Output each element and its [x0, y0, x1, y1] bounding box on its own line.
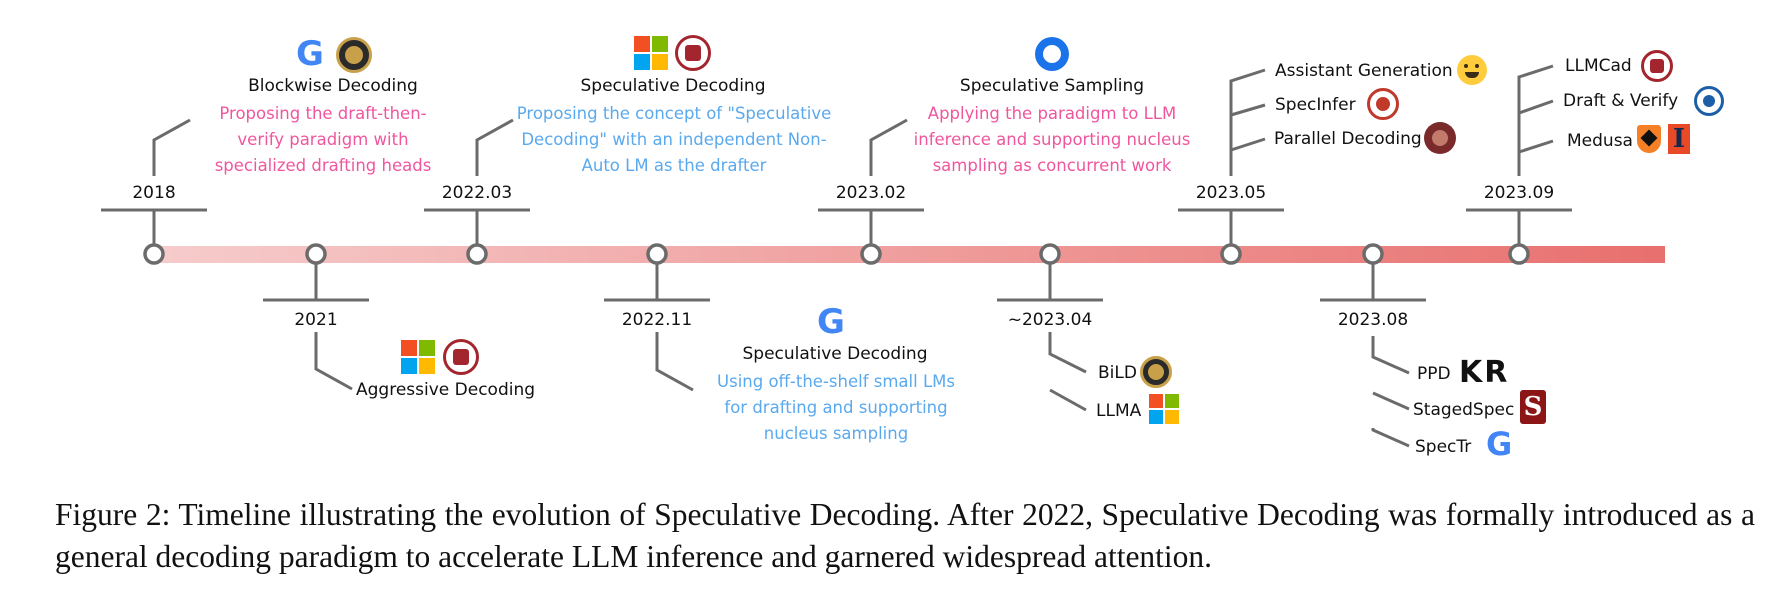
blockwise-title: Blockwise Decoding — [248, 76, 418, 96]
timeline-graphics — [101, 64, 1665, 448]
branch-2023-04-a — [1048, 332, 1087, 374]
google-icon: G — [817, 302, 845, 342]
university-seal-icon — [1424, 122, 1456, 154]
kr-logo-icon: KR — [1459, 355, 1510, 390]
specdec-2022-11-desc-line-2: for drafting and supporting — [724, 398, 948, 417]
google-icon: G — [296, 34, 324, 74]
blockwise-desc-line-2: verify paradigm with — [237, 130, 409, 149]
specsampling-desc-line-1: Applying the paradigm to LLM — [927, 104, 1177, 123]
microsoft-icon — [401, 340, 435, 374]
specsampling-title: Speculative Sampling — [959, 76, 1145, 96]
branch-2021 — [314, 332, 353, 391]
timeline-node-2022-11 — [646, 243, 668, 265]
item-ppd: PPD — [1417, 364, 1451, 384]
branch-2023-02 — [869, 118, 908, 176]
item-specinfer: SpecInfer — [1275, 95, 1356, 115]
peking-university-icon — [443, 339, 479, 375]
date-2023-02: 2023.02 — [835, 183, 907, 203]
timeline-node-2023-08 — [1362, 243, 1384, 265]
microsoft-icon — [634, 36, 668, 70]
item-assistant-generation: Assistant Generation — [1275, 61, 1453, 81]
date-2022-11: 2022.11 — [621, 310, 693, 330]
microsoft-icon — [1149, 394, 1179, 424]
branch-2023-08-c — [1371, 428, 1410, 448]
date-2022-03: 2022.03 — [441, 183, 513, 203]
figure-caption: Figure 2: Timeline illustrating the evol… — [55, 497, 1755, 574]
princeton-icon — [1637, 125, 1661, 153]
timeline-node-2022-03 — [466, 243, 488, 265]
timeline-bar — [150, 246, 1665, 263]
branch-2023-08-a — [1371, 336, 1410, 375]
timeline-node-2023-05 — [1220, 243, 1242, 265]
cmu-seal-icon — [1367, 88, 1399, 120]
timeline-node-2018 — [143, 243, 165, 265]
date-2023-08: 2023.08 — [1337, 310, 1409, 330]
branch-2022-11 — [655, 332, 694, 392]
date-2023-09: 2023.09 — [1483, 183, 1555, 203]
specdec-2022-03-desc-line-2: Decoding" with an independent Non- — [521, 130, 827, 149]
illinois-icon: I — [1668, 124, 1690, 154]
specsampling-desc-line-2: inference and supporting nucleus — [913, 130, 1191, 149]
branch-2023-09-b — [1518, 99, 1554, 115]
specdec-2022-11-title: Speculative Decoding — [742, 344, 928, 364]
specdec-2022-11-desc-line-1: Using off-the-shelf small LMs — [717, 372, 955, 391]
date-2023-05: 2023.05 — [1195, 183, 1267, 203]
item-draft-and-verify: Draft & Verify — [1563, 91, 1679, 111]
google-icon: G — [1486, 425, 1513, 463]
specdec-2022-11-desc-line-3: nucleus sampling — [763, 424, 909, 443]
specdec-2022-03-desc-line-1: Proposing the concept of "Speculative — [516, 104, 832, 123]
date-2018: 2018 — [132, 183, 176, 203]
blockwise-desc-line-1: Proposing the draft-then- — [219, 104, 427, 123]
branch-2023-05-b — [1230, 103, 1266, 117]
timeline-node-2023-09 — [1508, 243, 1530, 265]
specdec-2022-03-desc-line-3: Auto LM as the drafter — [581, 156, 767, 175]
date-2023-04: ~2023.04 — [1007, 310, 1093, 330]
branch-2023-08-b — [1372, 391, 1410, 411]
branch-2018 — [152, 118, 191, 176]
aggressive-decoding-label: Aggressive Decoding — [356, 380, 536, 400]
branch-2022-03 — [475, 118, 514, 176]
item-llma: LLMA — [1096, 401, 1142, 421]
timeline-node-2023-02 — [860, 243, 882, 265]
branch-2023-04-b — [1049, 388, 1087, 412]
specsampling-desc-line-3: sampling as concurrent work — [932, 156, 1172, 175]
stanford-icon: S — [1520, 390, 1546, 424]
item-bild: BiLD — [1098, 363, 1137, 383]
peking-university-icon — [1641, 50, 1673, 82]
item-spectr: SpecTr — [1415, 437, 1472, 457]
peking-university-icon — [675, 35, 711, 71]
date-2021: 2021 — [294, 310, 338, 330]
university-seal-icon — [336, 37, 372, 73]
specdec-2022-03-title: Speculative Decoding — [580, 76, 766, 96]
university-seal-icon — [1694, 86, 1724, 116]
university-seal-icon — [1140, 356, 1172, 388]
specdec-2022-11-description: Using off-the-shelf small LMs for drafti… — [717, 369, 955, 447]
item-stagedspec: StagedSpec — [1413, 400, 1515, 420]
deepmind-icon — [1035, 37, 1069, 71]
branch-2023-05-c — [1230, 137, 1266, 152]
blockwise-description: Proposing the draft-then- verify paradig… — [215, 101, 432, 179]
blockwise-desc-line-3: specialized drafting heads — [214, 156, 432, 175]
branch-2023-05-a — [1229, 68, 1266, 176]
hugging-face-icon — [1457, 55, 1487, 85]
item-parallel-decoding: Parallel Decoding — [1274, 129, 1422, 149]
item-llmcad: LLMCad — [1565, 56, 1632, 76]
branch-2023-09-a — [1517, 64, 1554, 176]
timeline-node-2023-04 — [1039, 243, 1061, 265]
item-medusa: Medusa — [1567, 131, 1633, 151]
specsampling-description: Applying the paradigm to LLM inference a… — [914, 101, 1191, 179]
specdec-2022-03-description: Proposing the concept of "Speculative De… — [517, 101, 832, 179]
timeline-node-2021 — [305, 243, 327, 265]
branch-2023-09-c — [1518, 139, 1554, 154]
